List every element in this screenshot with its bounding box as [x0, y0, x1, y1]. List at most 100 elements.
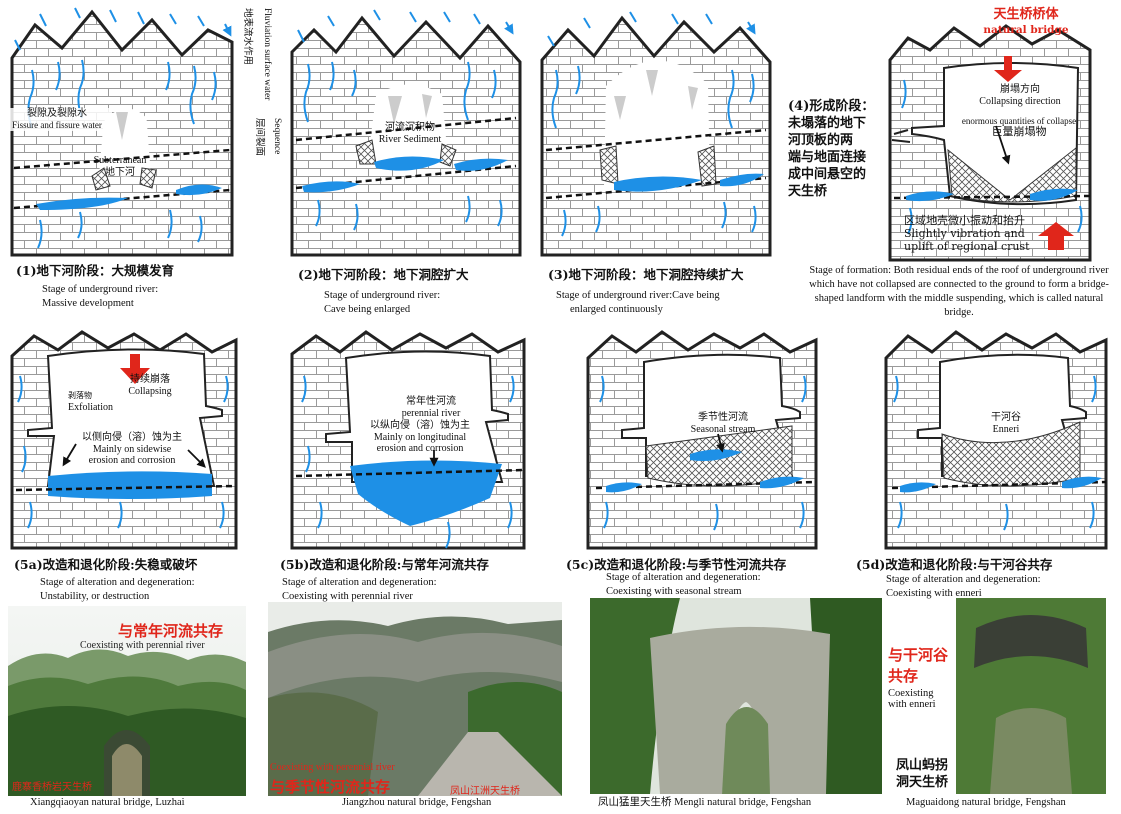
stage-4-line-5: 成中间悬空的	[788, 167, 867, 182]
panel-2-sub1: Stage of underground river:	[324, 290, 441, 301]
panel-1-diagram	[10, 7, 290, 257]
photo-1-caption: Xiangqiaoyan natural bridge, Luzhai	[30, 797, 185, 808]
stage-4-line-3: 河顶板的两	[788, 133, 854, 148]
panel-5d-diagram	[884, 330, 1108, 550]
qty-zh: 巨量崩塌物	[991, 126, 1047, 139]
panel-2-diagram	[290, 9, 522, 257]
exfol-zh: 剥落物	[68, 391, 92, 400]
side-zh1: 地表流水作用	[242, 8, 252, 66]
panel-5b-sub1: Stage of alteration and degeneration:	[282, 577, 437, 588]
photo-4-caption: Maguaidong natural bridge, Fengshan	[906, 797, 1066, 808]
qty-en: enormous quantities of collapse	[961, 116, 1077, 126]
panel-5b-sub2: Coexisting with perennial river	[282, 591, 413, 602]
sediment-en: River Sediment	[378, 133, 442, 145]
photo-4-side-en2: with enneri	[888, 699, 936, 710]
photo-jiangzhou: Coexisting with perennial river 与季节性河流共存…	[268, 602, 562, 796]
stage-4-line-1: (4)形成阶段：	[788, 99, 875, 114]
uplift-en1: Slightly vibration and	[904, 227, 1025, 240]
collapse-zh: 崩塌方向	[1000, 84, 1040, 95]
photo-maguaidong	[956, 598, 1106, 794]
photo-1-image	[8, 606, 246, 796]
perennial-zh: 常年性河流	[406, 396, 456, 407]
stage-4-description: Stage of formation: Both residual ends o…	[809, 265, 1109, 318]
photo-4-side-en1: Coexisting	[888, 688, 934, 699]
panel-5d-caption: (5d)改造和退化阶段:与干河谷共存	[856, 557, 1053, 572]
perennial-en: perennial river	[401, 407, 461, 419]
panel-5d-sub1: Stage of alteration and degeneration:	[886, 574, 1041, 585]
photo-4-side-label: 与干河谷 共存 Coexisting with enneri	[888, 644, 948, 710]
subterranean-en: Subterranean	[93, 155, 147, 166]
panel-1-sub2: Massive development	[42, 298, 134, 309]
photo-4-side-zh1: 与干河谷	[888, 648, 949, 664]
panel-stage-3: (3)地下河阶段：地下洞腔持续扩大 Stage of underground r…	[534, 0, 794, 320]
photo-xiangqiaoyan: 与常年河流共存 Coexisting with perennial river …	[8, 606, 246, 796]
photo-4-name: 凤山蚂拐 洞天生桥	[896, 756, 948, 790]
photo-2-overlay-en: Coexisting with perennial river	[270, 762, 395, 773]
panel-5a-sub2: Unstability, or destruction	[40, 591, 150, 602]
photo-1-corner-label: 鹿寨香桥岩天生桥	[12, 782, 92, 793]
panel-5b-caption: (5b)改造和退化阶段:与常年河流共存	[280, 557, 489, 572]
stage-4-line-2: 未塌落的地下	[788, 116, 867, 131]
sidewise-en2: erosion and corrosion	[88, 455, 176, 466]
enneri-en: Enneri	[992, 423, 1020, 435]
fissure-zh: 裂隙及裂隙水	[27, 108, 87, 119]
exfol-en: Exfoliation	[68, 401, 113, 413]
longitudinal-en1: Mainly on longitudinal	[373, 431, 467, 443]
uplift-label: 区域地壳微小振动和抬升 Slightly vibration and uplif…	[904, 214, 1030, 253]
bridge-title-en: natural bridge	[983, 24, 1069, 36]
sediment-zh: 河流沉积物	[385, 122, 435, 133]
sidewise-zh: 以侧向侵（溶）蚀为主	[82, 432, 182, 443]
uplift-zh: 区域地壳微小振动和抬升	[904, 214, 1025, 227]
stage-4-line-4: 端与地面连接	[788, 150, 867, 165]
panel-5c-sub2: Coexisting with seasonal stream	[606, 586, 742, 597]
seasonal-en: Seasonal stream	[690, 423, 756, 435]
panel-5b-diagram	[290, 330, 526, 550]
panel-5a-diagram	[10, 330, 238, 550]
panel-5c-sub1: Stage of alteration and degeneration:	[606, 572, 761, 583]
photo-4-name-zh2: 洞天生桥	[896, 774, 949, 789]
bridge-title-zh: 天生桥桥体	[993, 7, 1059, 22]
collapse-en: Collapsing direction	[979, 95, 1061, 107]
stage-4-text: (4)形成阶段： 未塌落的地下 河顶板的两 端与地面连接 成中间悬空的 天生桥	[788, 98, 874, 200]
enneri-zh: 干河谷	[991, 412, 1021, 423]
side-en1: Fluviation surface water	[262, 8, 272, 101]
photo-3-caption: 凤山猛里天生桥 Mengli natural bridge, Fengshan	[598, 797, 812, 808]
photo-3-image	[590, 598, 882, 794]
panel-3-sub1: Stage of underground river:Cave being	[556, 290, 720, 301]
panel-5d-sub2: Coexisting with enneri	[886, 588, 982, 599]
fissure-en: Fissure and fissure water	[12, 119, 102, 130]
photo-1-overlay-zh: 与常年河流共存	[118, 624, 224, 640]
panel-3-diagram	[540, 11, 772, 257]
collapsing-zh: 持续崩落	[130, 374, 170, 385]
panel-5a-caption: (5a)改造和退化阶段:失稳或破坏	[14, 557, 198, 572]
photo-2-image	[268, 602, 562, 796]
stage-4-line-6: 天生桥	[788, 184, 828, 199]
panel-1-sub1: Stage of underground river:	[42, 284, 159, 295]
photo-2-overlay-zh: 与季节性河流共存	[270, 780, 391, 796]
panel-3-sub2: enlarged continuously	[570, 304, 663, 315]
panel-5a-sub1: Stage of alteration and degeneration:	[40, 577, 195, 588]
uplift-en2: uplift of regional crust	[904, 240, 1030, 253]
sidewise-en1: Mainly on sidewise	[92, 443, 172, 455]
side-zh2: 层间裂面	[254, 118, 264, 157]
longitudinal-en2: erosion and corrosion	[376, 443, 464, 454]
photo-4-name-zh1: 凤山蚂拐	[896, 757, 949, 772]
photo-4-image	[956, 598, 1106, 794]
seasonal-zh: 季节性河流	[698, 412, 748, 423]
side-en2: Sequence	[272, 118, 282, 155]
